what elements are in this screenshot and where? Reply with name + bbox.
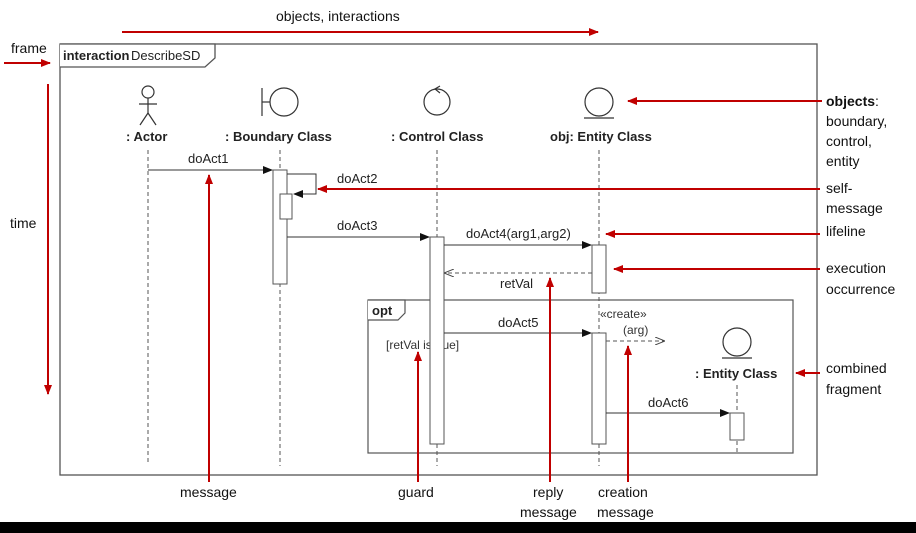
lifeline-label-actor: : Actor bbox=[126, 129, 167, 144]
interaction-frame: interaction DescribeSD bbox=[59, 43, 818, 476]
annotation-exec-l2: occurrence bbox=[826, 281, 895, 297]
frame-keyword: interaction bbox=[63, 48, 130, 63]
activations bbox=[272, 169, 745, 445]
message-doact5: doAct5 bbox=[444, 315, 592, 337]
svg-text:doAct5: doAct5 bbox=[498, 315, 538, 330]
activation-control bbox=[429, 236, 445, 445]
fragment-operator: opt bbox=[372, 303, 393, 318]
control-icon bbox=[423, 85, 451, 116]
annotation-lifeline: lifeline bbox=[826, 223, 866, 239]
footer-bar bbox=[0, 522, 916, 533]
activation-entity-1 bbox=[591, 244, 607, 294]
annotation-self-l2: message bbox=[826, 200, 883, 216]
message-doact6: doAct6 bbox=[606, 395, 730, 417]
annotation-objects-l3: control, bbox=[826, 133, 872, 149]
activation-entity-2 bbox=[591, 332, 607, 445]
message-doact4: doAct4(arg1,arg2) bbox=[444, 226, 592, 249]
message-create: «create» (arg) bbox=[600, 307, 664, 341]
message-doact2-self: doAct2 bbox=[287, 171, 377, 198]
annotation-objects: objects: bbox=[826, 93, 879, 109]
annotation-time: time bbox=[10, 215, 37, 231]
annotation-combined-l2: fragment bbox=[826, 381, 881, 397]
annotation-objects-l4: entity bbox=[826, 153, 859, 169]
svg-text:«create»: «create» bbox=[600, 307, 647, 321]
annotation-self-l1: self- bbox=[826, 180, 853, 196]
annotation-arrows bbox=[4, 28, 822, 482]
annotation-reply-l2: message bbox=[520, 504, 577, 520]
svg-text:retVal: retVal bbox=[500, 276, 533, 291]
annotation-combined-l1: combined bbox=[826, 360, 887, 376]
annotation-frame: frame bbox=[11, 40, 47, 56]
lifeline-label-boundary: : Boundary Class bbox=[225, 129, 332, 144]
created-entity-icon bbox=[722, 327, 752, 359]
annotation-creation-l1: creation bbox=[598, 484, 648, 500]
lifeline-label-entity: obj: Entity Class bbox=[550, 129, 652, 144]
svg-text:doAct3: doAct3 bbox=[337, 218, 377, 233]
annotation-reply-l1: reply bbox=[533, 484, 563, 500]
message-reply-retval: retVal bbox=[445, 273, 592, 291]
svg-text:(arg): (arg) bbox=[623, 323, 648, 337]
activation-boundary-self bbox=[279, 193, 293, 220]
activation-created-entity bbox=[729, 412, 745, 441]
message-doact1: doAct1 bbox=[148, 151, 273, 174]
svg-text:doAct1: doAct1 bbox=[188, 151, 228, 166]
annotation-objects-l2: boundary, bbox=[826, 113, 887, 129]
annotation-exec-l1: execution bbox=[826, 260, 886, 276]
annotation-message: message bbox=[180, 484, 237, 500]
svg-text:doAct6: doAct6 bbox=[648, 395, 688, 410]
annotation-objects-interactions: objects, interactions bbox=[276, 8, 400, 24]
svg-text:doAct4(arg1,arg2): doAct4(arg1,arg2) bbox=[466, 226, 571, 241]
lifeline-label-created: : Entity Class bbox=[695, 366, 777, 381]
svg-text:doAct2: doAct2 bbox=[337, 171, 377, 186]
annotation-guard: guard bbox=[398, 484, 434, 500]
activation-boundary bbox=[272, 169, 288, 285]
actor-icon bbox=[139, 85, 157, 126]
lifeline-label-control: : Control Class bbox=[391, 129, 483, 144]
frame-name: DescribeSD bbox=[131, 48, 200, 63]
message-doact3: doAct3 bbox=[287, 218, 430, 241]
fragment-guard: [retVal is true] bbox=[386, 338, 459, 352]
boundary-icon bbox=[261, 87, 299, 117]
annotation-creation-l2: message bbox=[597, 504, 654, 520]
entity-icon bbox=[584, 87, 614, 119]
